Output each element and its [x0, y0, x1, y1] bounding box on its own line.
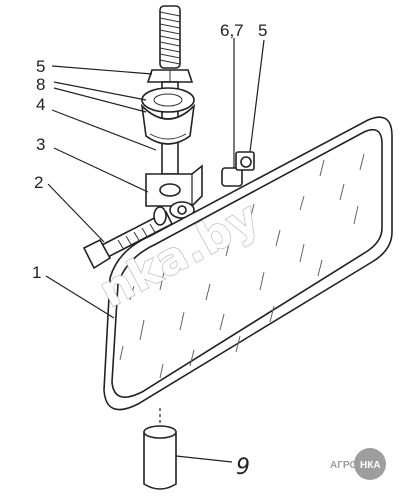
- label-6-7: 6,7: [220, 21, 244, 40]
- threaded-rod: [159, 5, 181, 69]
- label-8: 8: [36, 75, 45, 94]
- mirror: [103, 116, 393, 411]
- bolt: [82, 206, 174, 270]
- label-2: 2: [34, 173, 43, 192]
- label-5-right: 5: [258, 21, 267, 40]
- label-9: 9: [236, 455, 250, 480]
- label-5-top: 5: [36, 57, 45, 76]
- logo-text-left: АГРО: [330, 460, 357, 471]
- label-1: 1: [32, 263, 41, 282]
- tube: [143, 425, 177, 490]
- hinge-clamp-right: [221, 151, 255, 187]
- label-3: 3: [36, 135, 45, 154]
- hinge-clamp-left: [169, 201, 195, 219]
- bushing: [140, 103, 196, 145]
- bracket-block: [145, 164, 203, 207]
- logo-text-right: НКА: [360, 460, 381, 471]
- agronka-logo: АГРО НКА: [330, 448, 386, 480]
- label-4: 4: [36, 95, 45, 114]
- washer-ring: [141, 87, 195, 113]
- leader-lines: [45, 38, 265, 463]
- top-nut: [146, 69, 194, 83]
